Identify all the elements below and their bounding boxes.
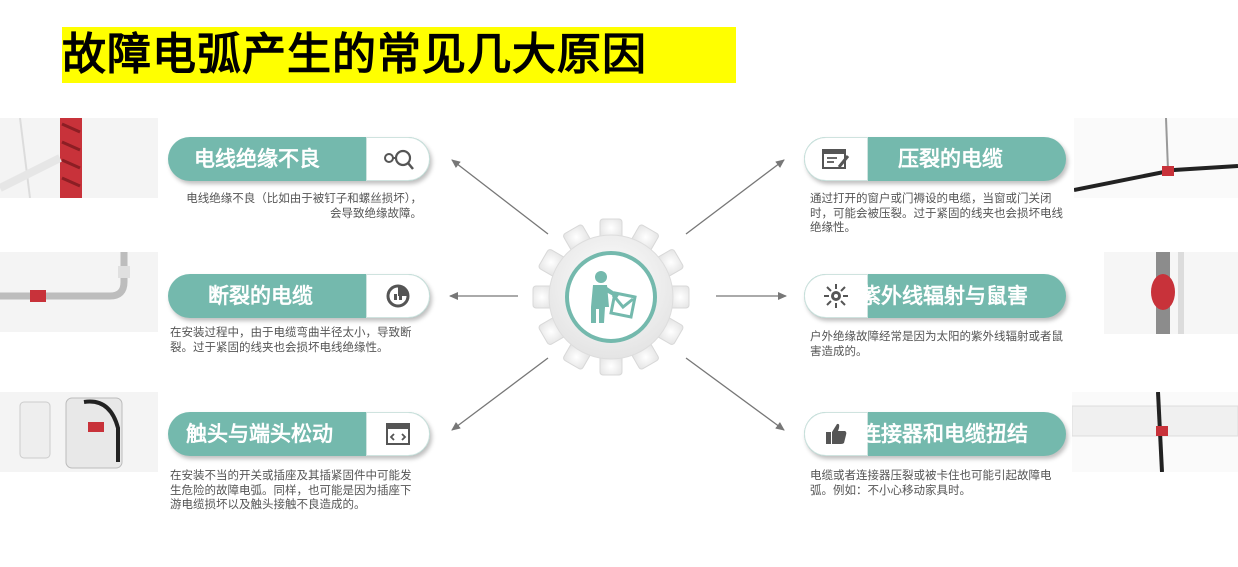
chewed-cable-illustration — [1104, 252, 1238, 334]
cause-uv-rodent-desc: 户外绝缘故障经常是因为太阳的紫外线辐射或者鼠害造成的。 — [810, 329, 1063, 358]
photo-insulation-damage — [0, 118, 158, 198]
arrow-to-insulation — [451, 159, 549, 235]
cause-crushed-cable-pill: 压裂的电缆 — [804, 137, 1066, 181]
window-cable-illustration — [1074, 118, 1238, 198]
arrow-to-crushed-cable — [685, 159, 785, 235]
sun-gear-icon — [824, 284, 848, 308]
cause-connector-kink-desc: 电缆或者连接器压裂或被卡住也可能引起故障电弧。例如：不小心移动家具时。 — [810, 468, 1052, 497]
photo-connector-kink — [1072, 392, 1238, 472]
center-gear — [532, 218, 690, 376]
cause-label: 断裂的电缆 — [208, 284, 313, 308]
magnifier-key-icon — [384, 149, 414, 170]
photo-loose-contact — [0, 392, 158, 472]
icon-box — [804, 274, 868, 318]
icon-box — [366, 274, 430, 318]
cause-broken-cable-desc: 在安装过程中，由于电缆弯曲半径太小，导致断裂。过于紧固的线夹也会损坏电线绝缘性。 — [170, 325, 412, 354]
cause-connector-kink-pill: 连接器和电缆扭结 — [804, 412, 1066, 456]
cable-illustration — [0, 252, 130, 302]
icon-box — [366, 137, 430, 181]
page-title: 故障电弧产生的常见几大原因 — [62, 27, 736, 83]
socket-illustration — [19, 397, 123, 469]
arrow-to-connector-kink — [685, 357, 785, 431]
edit-window-icon — [822, 149, 850, 169]
cause-loose-contact-pill: 触头与端头松动 — [168, 412, 430, 456]
cause-label: 连接器和电缆扭结 — [860, 422, 1028, 446]
cause-uv-rodent-pill: 紫外线辐射与鼠害 — [804, 274, 1066, 318]
icon-box — [804, 412, 868, 456]
browser-window-icon — [386, 423, 410, 445]
icon-box — [804, 137, 868, 181]
furniture-cable-illustration — [1072, 392, 1238, 472]
worker-shovel-icon — [591, 271, 637, 323]
cause-label: 触头与端头松动 — [186, 422, 333, 446]
cause-label: 电线绝缘不良 — [194, 147, 320, 171]
cause-insulation-desc: 电线绝缘不良（比如由于被钉子和螺丝损坏），会导致绝缘故障。 — [186, 191, 422, 220]
arrow-to-loose-contact — [451, 357, 549, 431]
cause-crushed-cable-desc: 通过打开的窗户或门褥设的电缆，当窗或门关闭时，可能会被压裂。过于紧固的线夹也会损… — [810, 191, 1063, 234]
wire-illustration — [0, 118, 82, 198]
cause-broken-cable-pill: 断裂的电缆 — [168, 274, 430, 318]
photo-broken-cable — [0, 252, 158, 332]
cause-loose-contact-desc: 在安装不当的开关或插座及其插紧固件中可能发生危险的故障电弧。同样，也可能是因为插… — [170, 468, 412, 511]
thumbs-up-icon — [826, 423, 847, 444]
cause-label: 压裂的电缆 — [898, 147, 1003, 171]
pie-chart-icon — [386, 284, 410, 308]
photo-uv-rodent — [1104, 252, 1238, 334]
photo-crushed-cable — [1074, 118, 1238, 198]
cause-label: 紫外线辐射与鼠害 — [860, 284, 1028, 308]
icon-box — [366, 412, 430, 456]
cause-insulation-pill: 电线绝缘不良 — [168, 137, 430, 181]
